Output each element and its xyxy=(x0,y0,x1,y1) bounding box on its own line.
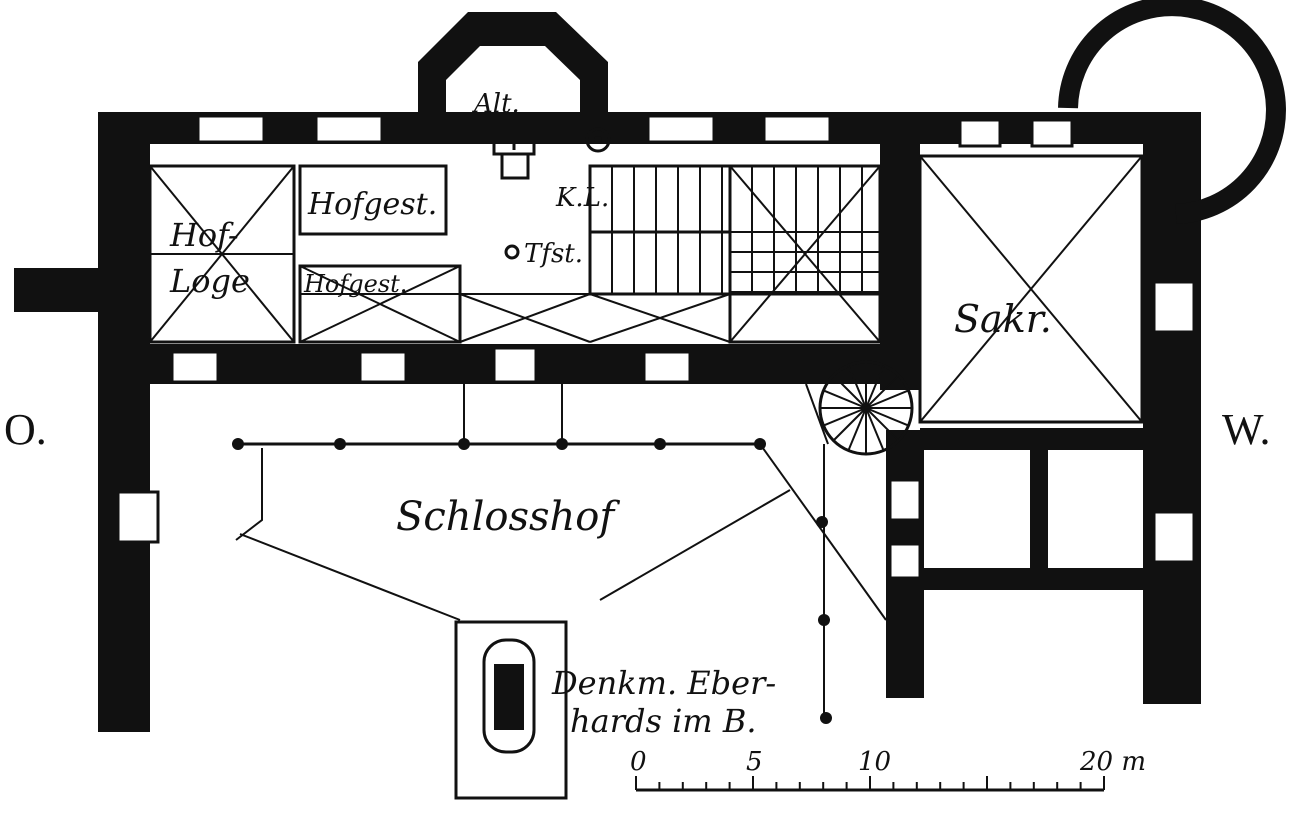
kanzel xyxy=(585,127,611,153)
stair-step xyxy=(865,407,885,451)
schlosshof-label: Schlosshof xyxy=(396,494,620,540)
altar xyxy=(492,122,536,180)
south-windows xyxy=(170,346,692,384)
scale-tick-label-5: 5 xyxy=(746,747,763,777)
round-tower xyxy=(1058,0,1286,224)
stair-step xyxy=(865,365,885,409)
taufstein xyxy=(504,244,520,260)
altar-label: Alt. xyxy=(472,89,520,119)
stair-step xyxy=(865,407,900,442)
scale-tick-label-0: 0 xyxy=(630,747,647,777)
scale-tick-label-20: 20 m xyxy=(1079,747,1146,777)
denkmal-label-line1: Denkm. Eber- xyxy=(551,664,776,702)
hofgestuehl-upper-label: Hofgest. xyxy=(307,187,437,222)
stair-step xyxy=(847,365,867,409)
stair-step xyxy=(832,374,867,409)
scale-bar xyxy=(635,776,1105,792)
hofloge-label-line2: Loge xyxy=(169,262,250,300)
side-windows xyxy=(116,280,1196,580)
pews xyxy=(588,164,882,296)
denkmal-label-line2: hards im B. xyxy=(570,702,757,740)
sakristei-label: Sakr. xyxy=(954,297,1052,341)
stair-step xyxy=(832,407,867,442)
stair-step xyxy=(865,389,909,409)
hofloge-label-line1: Hof- xyxy=(169,216,239,254)
hofgestuehl-upper-box xyxy=(298,164,448,236)
west-label: W. xyxy=(1222,405,1271,454)
stair-step xyxy=(823,389,867,409)
stair-step xyxy=(865,374,900,409)
taufstein-label: Tfst. xyxy=(524,239,583,269)
north-windows xyxy=(196,114,1074,148)
stair-step xyxy=(865,407,909,427)
monument xyxy=(454,620,568,800)
stair-step xyxy=(823,407,867,427)
spiral-stair xyxy=(818,360,914,456)
apse xyxy=(418,12,608,140)
hofgestuehl-lower-label: Hofgest. xyxy=(303,270,407,298)
sakristei xyxy=(918,154,1144,424)
east-label: O. xyxy=(4,405,47,454)
stair-step xyxy=(847,407,867,451)
courtyard xyxy=(232,383,887,724)
nave-vault-west xyxy=(728,164,882,344)
hofloge-vault xyxy=(148,164,296,344)
kanzel-label: K.L. xyxy=(555,183,609,213)
scale-tick-label-10: 10 xyxy=(858,747,891,777)
